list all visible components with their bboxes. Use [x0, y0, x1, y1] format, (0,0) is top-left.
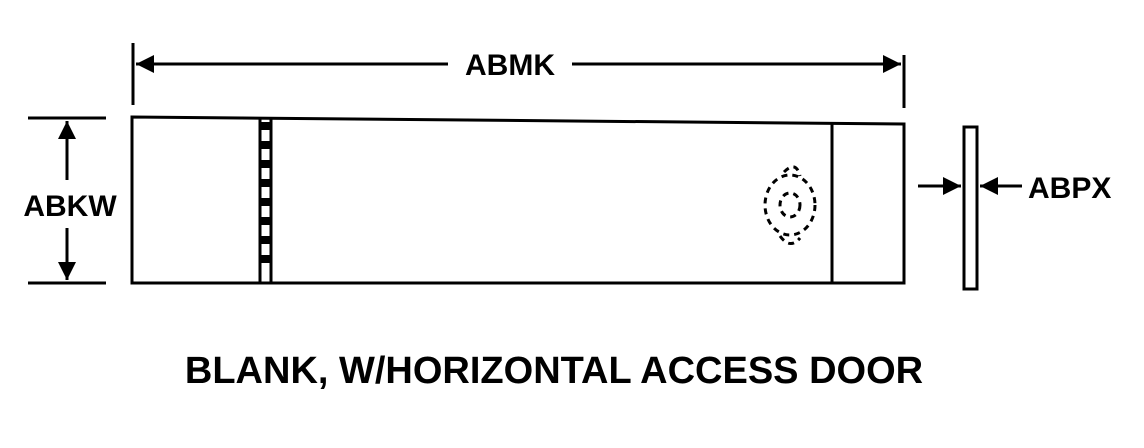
latch-bottom-tab — [778, 235, 802, 245]
hinge-knuckle — [260, 198, 271, 206]
blank-panel — [130, 115, 906, 285]
width-dimension: ABKW — [23, 116, 117, 285]
hinge-knuckle — [260, 179, 271, 187]
latch-top-tab — [782, 165, 802, 177]
hinge-knuckle — [260, 141, 271, 149]
thickness-label: ABPX — [1028, 172, 1111, 205]
hinge-knuckle — [260, 236, 271, 244]
hinge-knuckle — [260, 255, 271, 263]
drawing-caption: BLANK, W/HORIZONTAL ACCESS DOOR — [185, 350, 923, 392]
hidden-latch-icon — [763, 165, 817, 245]
length-dimension: ABMK — [131, 43, 906, 108]
panel-edge-view — [962, 125, 979, 291]
latch-inner-outline — [778, 191, 802, 219]
hinge-knuckle — [260, 217, 271, 225]
width-label: ABKW — [23, 190, 117, 223]
latch-outer-outline — [763, 173, 817, 237]
hinge-knuckles — [260, 122, 271, 263]
panel-outline — [130, 115, 906, 285]
thickness-dimension: ABPX — [918, 125, 1111, 291]
length-label: ABMK — [465, 49, 555, 82]
hinge-knuckle — [260, 122, 271, 130]
hinge-knuckle — [260, 160, 271, 168]
